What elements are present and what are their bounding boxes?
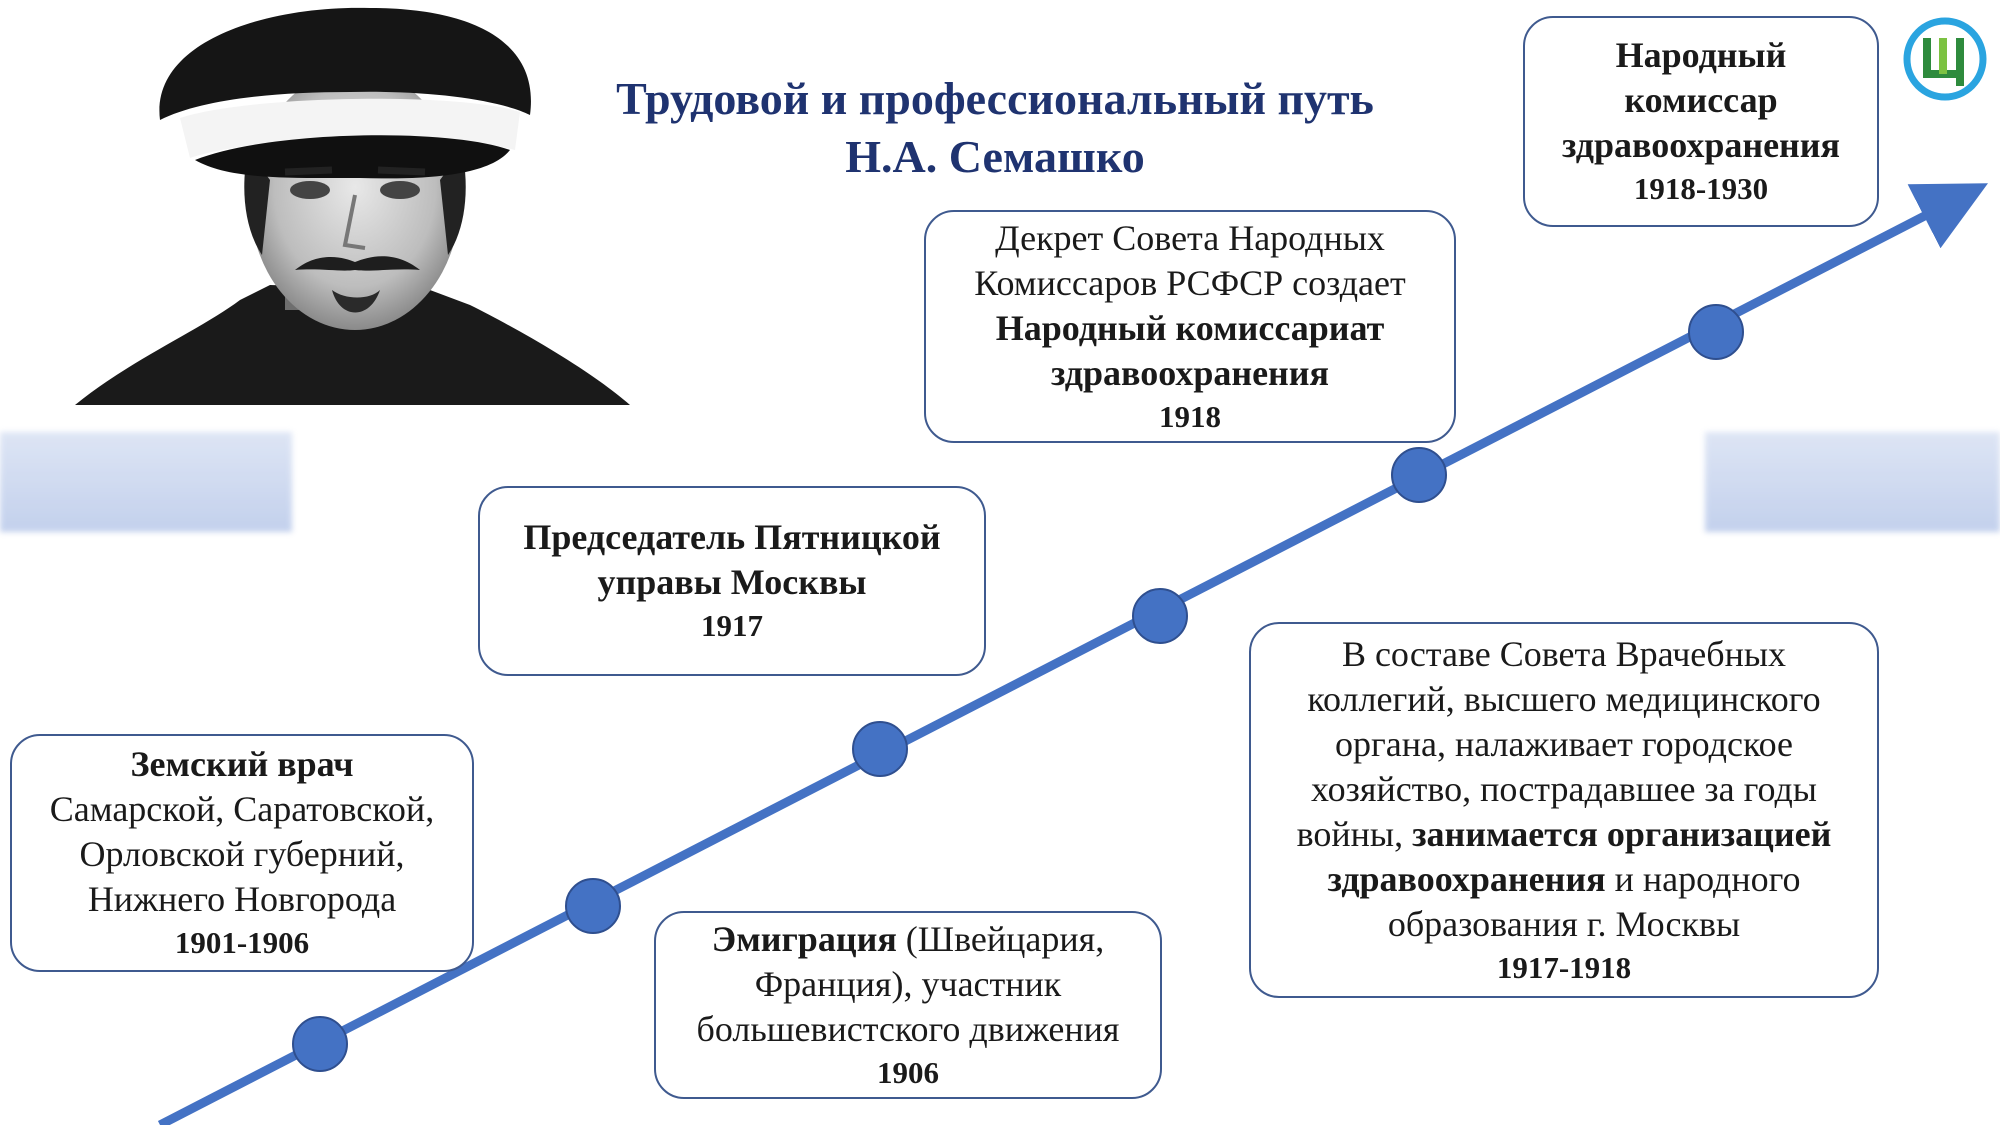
event-1-line-1: Самарской, Саратовской, xyxy=(49,789,435,829)
event-4-year: 1918 xyxy=(1159,398,1221,434)
timeline-node-2 xyxy=(565,878,621,934)
event-2-text: (Швейцария, xyxy=(896,918,1105,959)
event-5-line-1: В составе Совета Врачебных xyxy=(1341,633,1787,674)
event-1-bold: Земский врач xyxy=(130,744,354,784)
letter-ts-circle-logo-icon xyxy=(1903,17,1987,101)
title-line-1: Трудовой и профессиональный путь xyxy=(616,73,1374,124)
timeline-node-5 xyxy=(1391,447,1447,503)
event-3-bold-line-2: управы Москвы xyxy=(597,562,867,602)
event-5-last-line: образования г. Москвы xyxy=(1387,903,1741,944)
event-6-bold-line-3: здравоохранения xyxy=(1561,125,1841,165)
event-1-line-3: Нижнего Новгорода xyxy=(87,879,397,919)
event-5-mixed-1-bold: занимается организацией xyxy=(1412,813,1832,854)
event-6-bold-line-2: комиссар xyxy=(1624,80,1778,120)
event-1-year: 1901-1906 xyxy=(174,925,310,960)
event-3-year: 1917 xyxy=(701,608,763,643)
event-box-decree: Декрет Совета Народных Комиссаров РСФСР … xyxy=(924,210,1456,443)
event-5-line-2: коллегий, высшего медицинского xyxy=(1307,678,1821,719)
event-2-line-2: большевистского движения xyxy=(696,1008,1120,1049)
event-1-line-2: Орловской губерний, xyxy=(79,834,405,874)
event-5-mixed-2-plain: и народного xyxy=(1605,858,1801,899)
event-2-line-1: Франция), участник xyxy=(754,963,1062,1004)
timeline-node-4 xyxy=(1132,588,1188,644)
event-4-line-2: Комиссаров РСФСР создает xyxy=(974,262,1406,303)
event-3-bold-line-1: Председатель Пятницкой xyxy=(523,517,941,557)
event-5-line-3: органа, налаживает городское xyxy=(1334,723,1794,764)
event-box-chairman: Председатель Пятницкой управы Москвы 191… xyxy=(478,486,986,676)
timeline-node-1 xyxy=(292,1016,348,1072)
event-5-line-4: хозяйство, пострадавшее за годы xyxy=(1311,768,1817,809)
event-2-bold: Эмиграция xyxy=(711,918,897,959)
event-4-bold-line-1: Народный комиссариат xyxy=(995,307,1385,348)
event-2-year: 1906 xyxy=(877,1054,939,1090)
event-4-line-1: Декрет Совета Народных xyxy=(995,217,1385,258)
event-5-mixed-1-plain: войны, xyxy=(1296,813,1413,854)
event-box-medical-council: В составе Совета Врачебных коллегий, выс… xyxy=(1249,622,1879,998)
right-decor-band xyxy=(1705,432,2000,532)
event-4-bold-line-2: здравоохранения xyxy=(1050,352,1330,393)
timeline-node-6 xyxy=(1688,304,1744,360)
event-5-mixed-2-bold: здравоохранения xyxy=(1327,858,1606,899)
left-decor-band xyxy=(0,432,292,532)
event-box-emigration: Эмиграция (Швейцария, Франция), участник… xyxy=(654,911,1162,1099)
page-title: Трудовой и профессиональный путь Н.А. Се… xyxy=(555,70,1435,186)
event-box-zemsky-doctor: Земский врач Самарской, Саратовской, Орл… xyxy=(10,734,474,972)
event-6-year: 1918-1930 xyxy=(1633,171,1769,206)
event-6-bold-line-1: Народный xyxy=(1615,35,1787,75)
timeline-node-3 xyxy=(852,721,908,777)
title-line-2: Н.А. Семашко xyxy=(845,131,1145,182)
portrait-photo-icon xyxy=(75,7,630,405)
event-box-peoples-commissar: Народный комиссар здравоохранения 1918-1… xyxy=(1523,16,1879,227)
timeline-arrow xyxy=(157,183,1989,1125)
event-5-year: 1917-1918 xyxy=(1496,949,1632,985)
